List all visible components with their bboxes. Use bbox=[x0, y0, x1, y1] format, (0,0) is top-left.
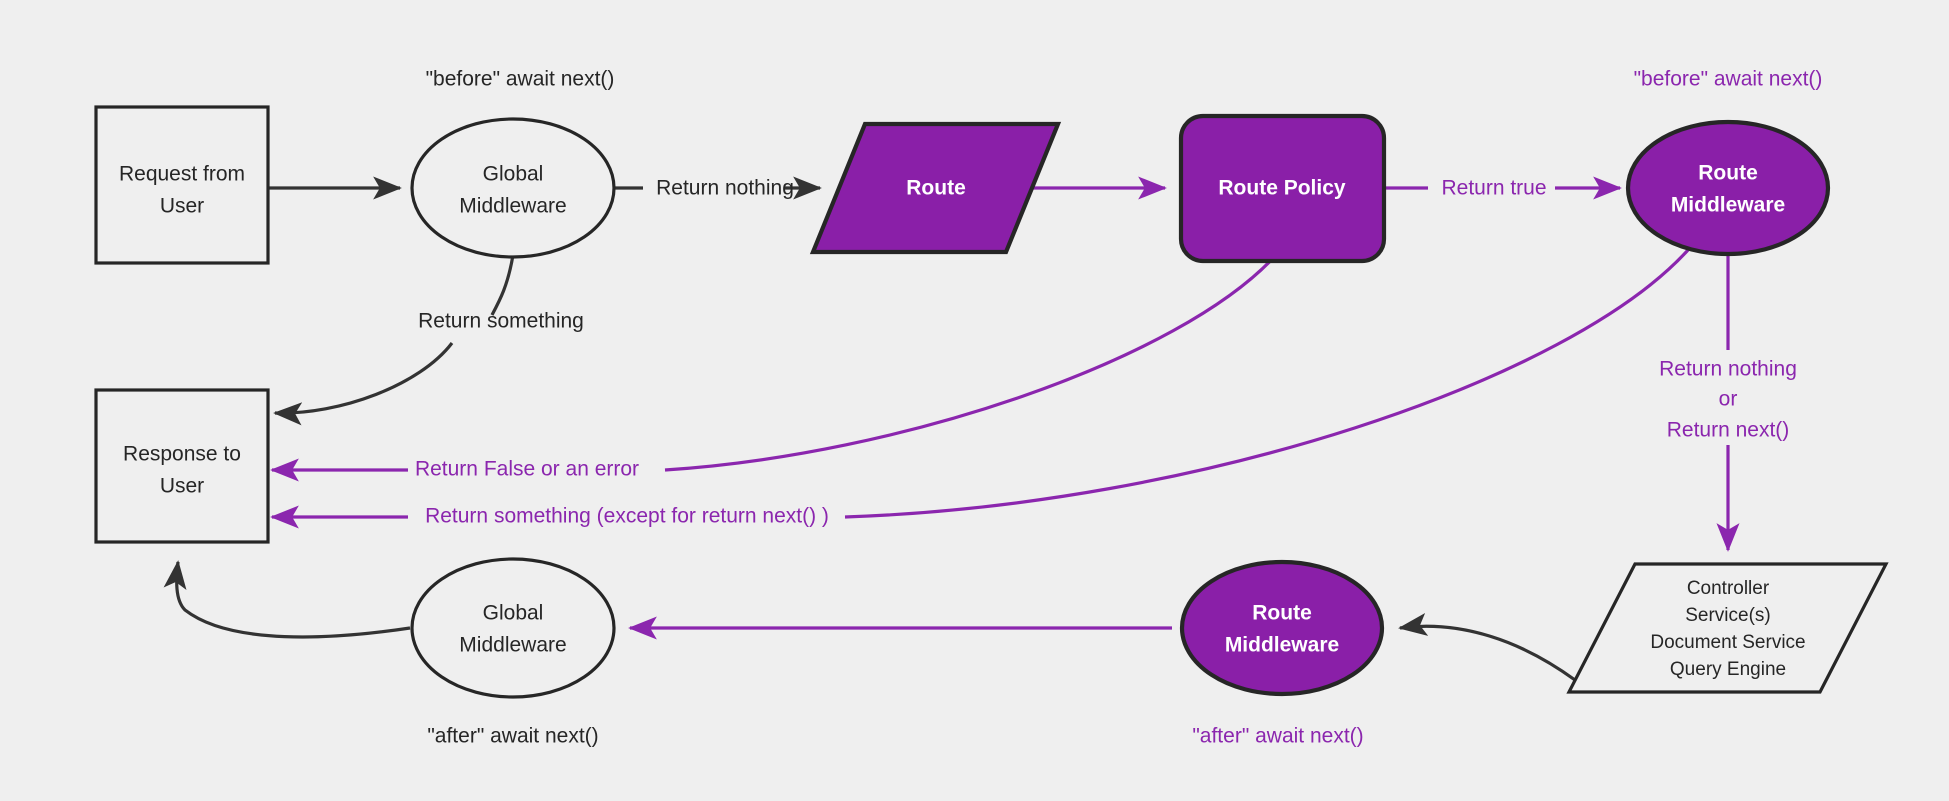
node-response-to-user[interactable]: Response to User bbox=[94, 388, 270, 544]
edge-route-policy-to-response-curve bbox=[664, 253, 1278, 472]
annotation-before-await-next-route: "before" await next() bbox=[1634, 68, 1823, 91]
edge-controller-to-route-middleware-bottom bbox=[1398, 613, 1576, 682]
edge-route-middleware-to-response-curve bbox=[844, 248, 1690, 519]
route-middleware-bottom-shape bbox=[1179, 559, 1385, 697]
route-policy-shape bbox=[1178, 113, 1387, 264]
edge-label-return-something: Return something bbox=[418, 310, 584, 333]
node-route[interactable]: Route bbox=[809, 121, 1062, 255]
node-global-middleware-bottom[interactable]: Global Middleware bbox=[410, 557, 616, 699]
node-controller-stack[interactable]: Controller Service(s) Document Service Q… bbox=[1566, 562, 1889, 694]
edge-label-return-true: Return true bbox=[1441, 177, 1546, 200]
annotation-after-await-next-route: "after" await next() bbox=[1192, 725, 1363, 748]
request-from-user-shape bbox=[94, 105, 270, 265]
controller-stack-shape bbox=[1566, 562, 1889, 694]
node-request-from-user[interactable]: Request from User bbox=[94, 105, 270, 265]
route-middleware-top-label-line2: Middleware bbox=[1671, 194, 1785, 217]
global-middleware-top-label-line1: Global bbox=[483, 163, 544, 186]
edge-label-return-nothing-or-next-line1: Return nothing bbox=[1659, 358, 1797, 381]
route-middleware-top-shape bbox=[1625, 119, 1831, 257]
route-middleware-top-label-line1: Route bbox=[1698, 162, 1758, 185]
controller-stack-label-line3: Document Service bbox=[1650, 632, 1805, 653]
controller-stack-label-line1: Controller bbox=[1687, 578, 1770, 599]
response-to-user-label-line1: Response to bbox=[123, 443, 241, 466]
node-route-policy[interactable]: Route Policy bbox=[1178, 113, 1387, 264]
route-middleware-bottom-label-line2: Middleware bbox=[1225, 634, 1339, 657]
edge-global-middleware-bottom-to-response bbox=[163, 560, 411, 639]
annotation-after-await-next-global: "after" await next() bbox=[427, 725, 598, 748]
edge-label-return-false-or-error: Return False or an error bbox=[415, 458, 639, 481]
route-label: Route bbox=[906, 177, 966, 200]
global-middleware-top-label-line2: Middleware bbox=[459, 195, 566, 218]
response-to-user-label-line2: User bbox=[160, 475, 204, 498]
response-to-user-shape bbox=[94, 388, 270, 544]
request-from-user-label-line1: Request from bbox=[119, 163, 245, 186]
edge-global-middleware-to-response bbox=[273, 342, 454, 426]
edge-global-return-something-stub bbox=[490, 254, 515, 316]
controller-stack-label-line4: Query Engine bbox=[1670, 659, 1786, 680]
node-global-middleware-top[interactable]: Global Middleware bbox=[410, 117, 616, 259]
node-route-middleware-top[interactable]: Route Middleware bbox=[1625, 119, 1831, 257]
global-middleware-bottom-label-line2: Middleware bbox=[459, 634, 566, 657]
global-middleware-bottom-shape bbox=[410, 557, 616, 699]
controller-stack-label-line2: Service(s) bbox=[1685, 605, 1771, 626]
route-shape bbox=[809, 121, 1062, 255]
global-middleware-top-shape bbox=[410, 117, 616, 259]
edge-label-return-something-except-next: Return something (except for return next… bbox=[425, 505, 829, 528]
global-middleware-bottom-label-line1: Global bbox=[483, 602, 544, 625]
node-route-middleware-bottom[interactable]: Route Middleware bbox=[1179, 559, 1385, 697]
request-from-user-label-line2: User bbox=[160, 195, 204, 218]
route-middleware-bottom-label-line1: Route bbox=[1252, 602, 1312, 625]
route-policy-label: Route Policy bbox=[1218, 177, 1346, 200]
edge-label-return-nothing-or-next-line2: or bbox=[1719, 388, 1738, 411]
annotation-before-await-next-global: "before" await next() bbox=[426, 68, 615, 91]
edge-label-return-nothing-or-next-line3: Return next() bbox=[1667, 419, 1790, 442]
edge-label-return-nothing: Return nothing bbox=[656, 177, 794, 200]
